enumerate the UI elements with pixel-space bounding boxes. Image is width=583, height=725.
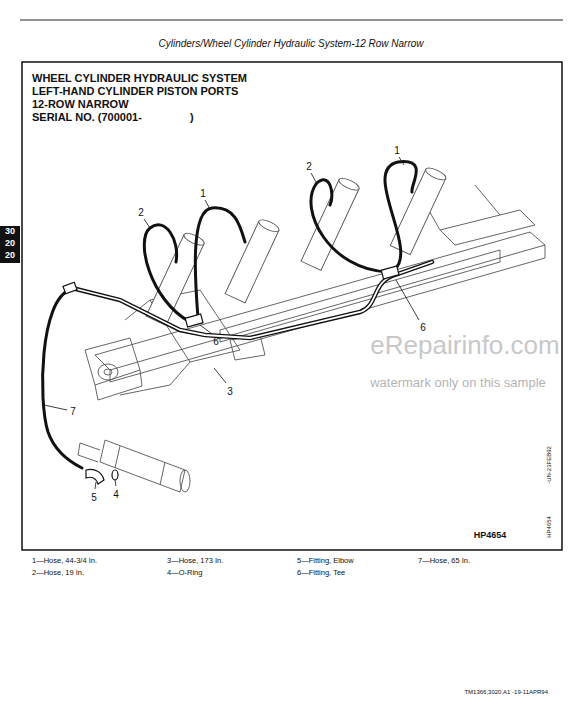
callout-number: 5 <box>91 492 97 503</box>
figure-title: WHEEL CYLINDER HYDRAULIC SYSTEM <box>32 72 247 84</box>
callout-number: 3 <box>227 386 233 397</box>
callout-number: 2 <box>306 161 312 172</box>
elbow-fitting <box>86 469 104 484</box>
callout-number: 1 <box>200 188 206 199</box>
parts-list-item: 2—Hose, 19 In. <box>32 569 84 577</box>
watermark: eRepairinfo.com <box>370 331 559 360</box>
figure-label: LEFT-HAND CYLINDER PISTON PORTS <box>32 85 238 97</box>
callout-number: 4 <box>113 489 119 500</box>
figure-label: TM1366,3020,A1 -19-11APR94 <box>464 689 548 696</box>
callout-number: 2 <box>138 207 144 218</box>
header-rule <box>20 20 563 21</box>
section-tab <box>0 226 20 263</box>
figure-label: Cylinders/Wheel Cylinder Hydraulic Syste… <box>158 38 423 49</box>
leader-lines <box>44 157 419 489</box>
watermark: watermark only on this sample <box>370 376 546 390</box>
figure-label: SERIAL NO. (700001- <box>32 111 142 123</box>
figure-label: HP4654 <box>546 516 553 538</box>
parts-list-item: 6—Fitting, Tee <box>297 569 345 577</box>
parts-list-item: 7—Hose, 65 In. <box>418 557 470 565</box>
figure-label: -UN-23FEB92 <box>546 446 553 484</box>
figure-label: 30 <box>5 227 15 237</box>
parts-list-item: 3—Hose, 173 In. <box>167 557 223 565</box>
figure-label: 20 <box>5 239 15 249</box>
figure-label: ) <box>190 111 194 123</box>
callout-number: 6 <box>213 336 219 347</box>
parts-list-item: 5—Fitting, Elbow <box>297 557 354 565</box>
parts-list-item: 4—O-Ring <box>167 569 202 577</box>
hoses <box>43 162 432 468</box>
callout-number: 7 <box>70 406 76 417</box>
wheel-cylinders <box>146 166 447 326</box>
parts-list-item: 1—Hose, 44-3/4 In. <box>32 557 97 565</box>
figure-label: 20 <box>5 251 15 261</box>
o-ring <box>112 470 118 480</box>
callout-number: 1 <box>394 145 400 156</box>
figure-label: 12-ROW NARROW <box>32 98 129 110</box>
fittings <box>63 266 399 484</box>
figure-frame <box>22 62 562 550</box>
figure-label: HP4654 <box>474 531 507 541</box>
